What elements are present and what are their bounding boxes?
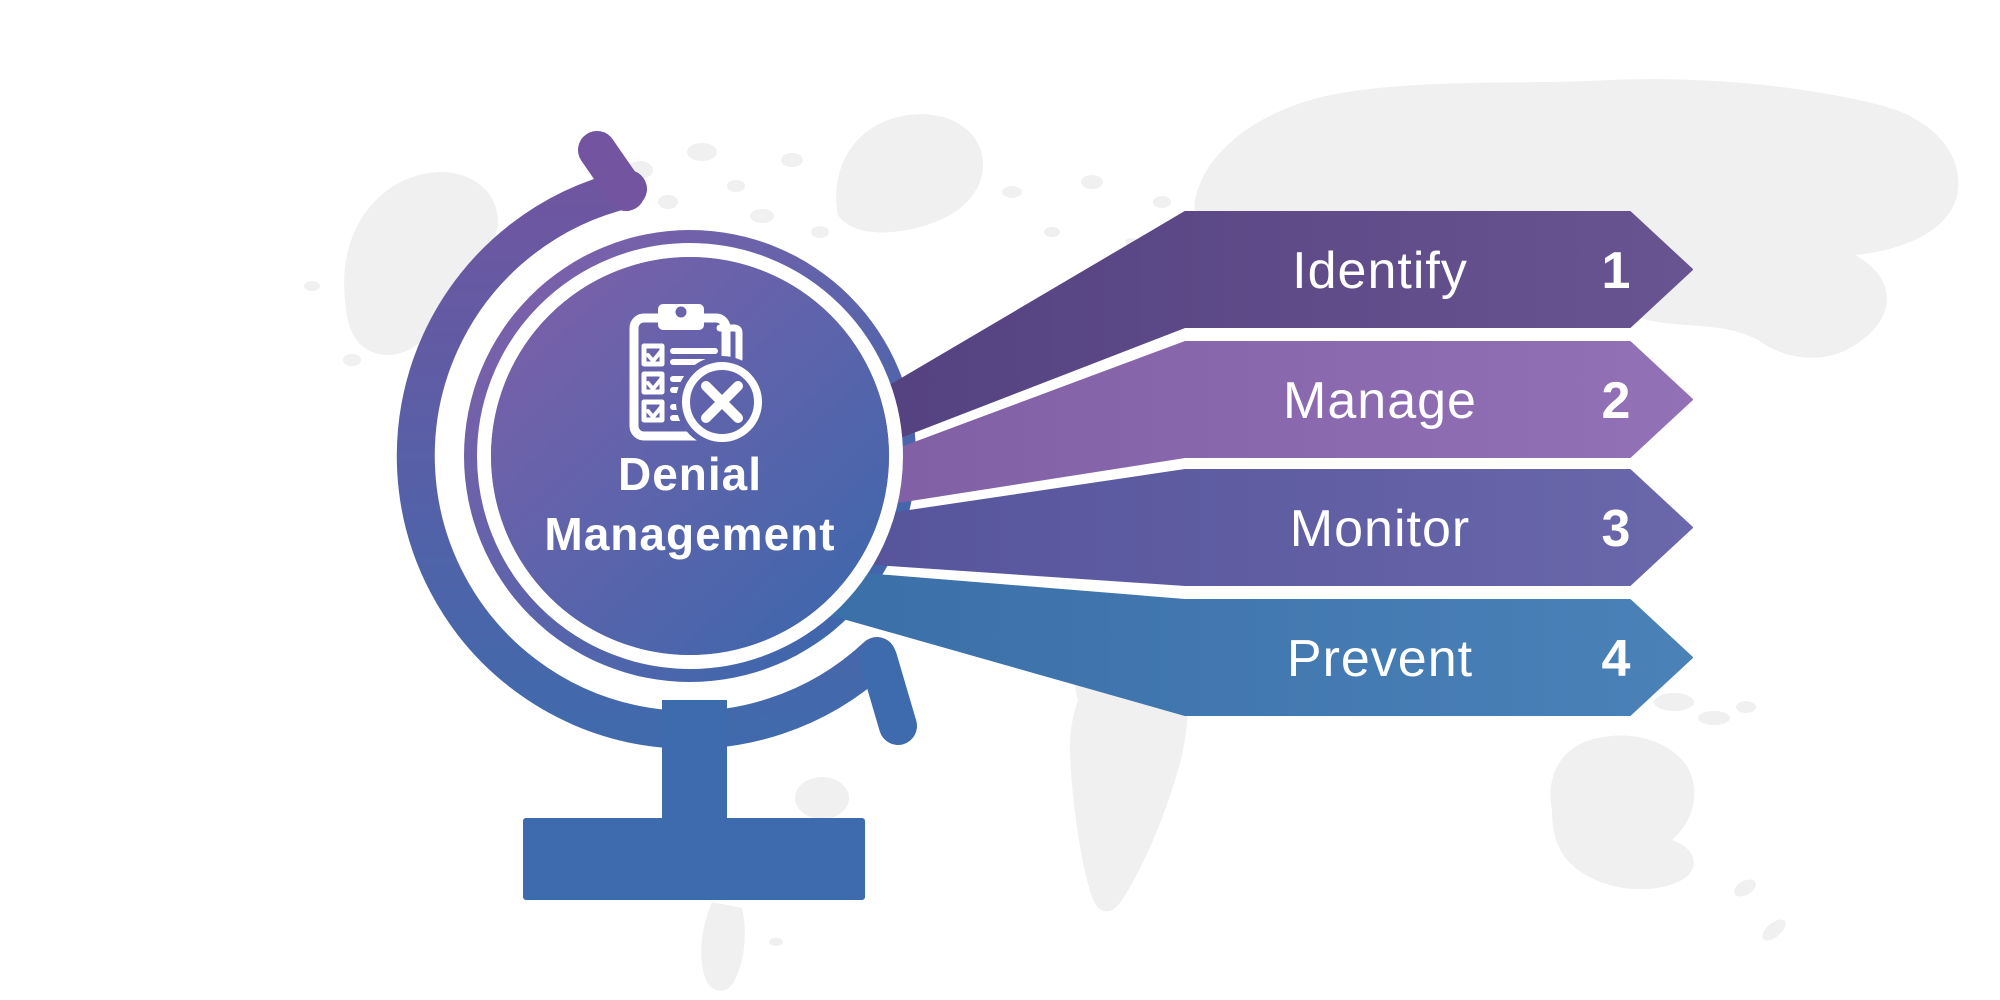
map-landmass xyxy=(727,180,745,192)
map-landmass xyxy=(1081,175,1103,189)
map-landmass xyxy=(304,281,320,291)
map-landmass xyxy=(750,209,774,223)
step-texts: Identify 1 Manage 2 Monitor 3 Prevent 4 xyxy=(1283,242,1631,688)
globe-stand-pillar xyxy=(662,700,727,830)
document-corner-icon xyxy=(716,324,743,363)
checkmark-icon xyxy=(646,404,664,419)
checkmark-icon xyxy=(646,376,664,391)
globe-title: Denial Management xyxy=(544,448,835,560)
deny-circle-icon xyxy=(682,362,762,442)
map-landmass xyxy=(1762,919,1786,941)
map-landmass xyxy=(1654,693,1694,711)
checkbox-icon xyxy=(641,399,665,423)
map-landmass xyxy=(1002,186,1022,198)
step-arrow-4 xyxy=(814,569,1693,716)
globe-ring xyxy=(477,243,903,669)
globe-disk xyxy=(491,257,889,655)
checkbox-icon xyxy=(641,371,665,395)
step-label-2: Manage xyxy=(1283,372,1477,430)
map-landmass xyxy=(795,777,849,819)
globe-stand-base xyxy=(523,818,865,900)
map-landmass xyxy=(781,153,803,167)
checkbox-icon xyxy=(641,343,665,367)
step-label-3: Monitor xyxy=(1290,500,1470,558)
map-landmass xyxy=(343,354,361,366)
clipboard-clip-hole xyxy=(675,306,687,318)
map-landmass xyxy=(687,143,717,161)
step-label-4: Prevent xyxy=(1287,630,1473,688)
step-number-4: 4 xyxy=(1602,630,1631,688)
map-landmass xyxy=(769,938,783,946)
flow-bands xyxy=(814,211,1693,716)
step-arrow-3 xyxy=(814,469,1693,586)
map-landmass xyxy=(1736,701,1756,713)
step-label-1: Identify xyxy=(1292,242,1468,300)
map-landmass xyxy=(658,195,678,209)
step-number-3: 3 xyxy=(1602,500,1631,558)
step-number-2: 2 xyxy=(1602,372,1631,430)
checkboxes xyxy=(641,343,665,423)
globe-meridian-arc xyxy=(396,170,896,749)
map-landmass xyxy=(1698,711,1730,725)
map-landmass xyxy=(1153,196,1171,208)
map-landmass xyxy=(811,226,829,238)
globe-title-line1: Denial xyxy=(618,448,762,500)
map-landmass xyxy=(836,114,984,233)
map-landmass xyxy=(1550,735,1695,890)
deny-x-icon xyxy=(701,381,743,423)
globe-title-line2: Management xyxy=(544,508,835,560)
globe-handle xyxy=(859,639,917,745)
globe-axis-knob xyxy=(578,131,645,211)
checkmark-icon xyxy=(646,348,664,363)
map-landmass xyxy=(701,902,745,991)
map-landmass xyxy=(1044,227,1060,237)
step-number-1: 1 xyxy=(1602,242,1631,300)
checklist-line xyxy=(670,348,718,354)
denied-checklist-icon xyxy=(629,304,768,448)
map-landmass xyxy=(1734,879,1756,897)
